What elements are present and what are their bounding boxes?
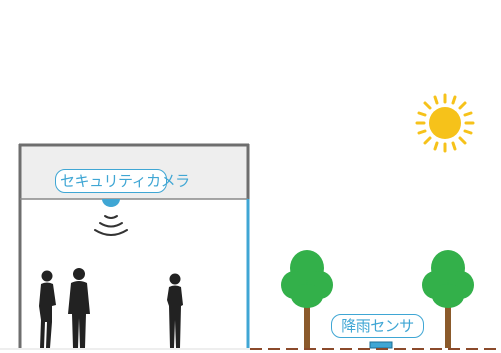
person-silhouette-icon bbox=[167, 273, 183, 348]
rain-sensor-device bbox=[369, 341, 393, 349]
tree-icon bbox=[281, 250, 333, 348]
security-camera-icon bbox=[102, 199, 120, 207]
wireless-signal-icon bbox=[94, 215, 128, 236]
person-silhouette-icon bbox=[68, 268, 90, 348]
sun-icon bbox=[415, 93, 475, 153]
person-silhouette-icon bbox=[39, 270, 56, 348]
tree-icon bbox=[422, 250, 474, 348]
rain-sensor-label: 降雨センサ bbox=[331, 314, 424, 338]
security-camera-label: セキュリティカメラ bbox=[55, 169, 190, 193]
